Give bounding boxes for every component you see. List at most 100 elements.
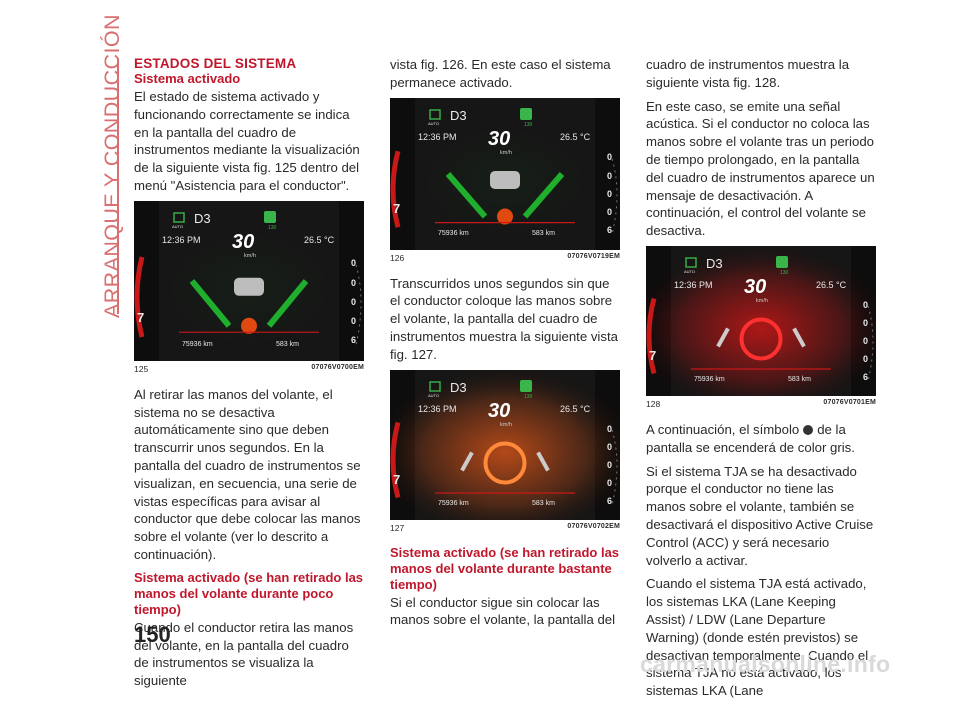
speedometer-mark: 0 xyxy=(607,459,613,470)
instrument-cluster-display xyxy=(646,245,876,396)
speedometer-mark: 0 xyxy=(351,258,357,269)
speedometer-mark: 0 xyxy=(607,423,613,434)
page-number: 150 xyxy=(134,622,171,647)
temperature: 26.5 °C xyxy=(560,131,591,142)
odometer: 75936 km xyxy=(694,375,725,383)
speedometer-mark: 0 xyxy=(863,353,869,364)
speedometer-mark: 6 xyxy=(607,225,613,236)
instrument-cluster-display xyxy=(390,97,620,250)
speed-unit: km/h xyxy=(500,149,512,156)
speed-value: 30 xyxy=(232,230,255,253)
figure-number: 125 xyxy=(134,363,149,374)
figure-caption: 127 07076V0702EM xyxy=(390,523,620,533)
temperature: 26.5 °C xyxy=(560,403,591,414)
tachometer-mark: 7 xyxy=(393,471,401,487)
speed-unit: km/h xyxy=(756,297,768,304)
gear-indicator: D3 xyxy=(706,255,723,271)
steering-wheel-icon xyxy=(803,425,814,436)
speedometer-mark: 0 xyxy=(607,152,613,163)
odometer: 75936 km xyxy=(438,229,469,237)
range: 583 km xyxy=(788,375,811,383)
speedometer-mark: 0 xyxy=(351,277,357,288)
instrument-cluster-display xyxy=(390,369,620,520)
text: de la pantalla se encenderá de color gri… xyxy=(646,421,855,455)
speed-value: 30 xyxy=(488,399,511,422)
speed-limit: 130 xyxy=(524,121,533,128)
gear-indicator: D3 xyxy=(450,107,467,123)
paragraph: Si el conductor sigue sin colocar las ma… xyxy=(390,594,616,628)
clock: 12:36 PM xyxy=(162,234,201,245)
speedometer-mark: 0 xyxy=(863,317,869,328)
paragraph: cuadro de instrumentos muestra la siguie… xyxy=(646,57,850,90)
speedometer-mark: 0 xyxy=(607,441,613,452)
figure-code: 07076V0719EM xyxy=(567,252,620,260)
paragraph: Cuando el conductor retira las manos del… xyxy=(134,619,354,689)
figure-number: 127 xyxy=(390,522,405,533)
speedometer-mark: 0 xyxy=(863,335,869,346)
speed-value: 30 xyxy=(744,275,767,298)
speed-limit: 130 xyxy=(524,393,533,400)
auto-label: AUTO xyxy=(172,223,184,229)
speedometer-mark: 0 xyxy=(607,188,613,199)
speedometer-mark: 6 xyxy=(351,335,357,346)
subheading-sistema-activado: Sistema activado xyxy=(134,71,241,86)
speed-unit: km/h xyxy=(500,421,512,428)
chapter-title: ARRANQUE Y CONDUCCIÓN xyxy=(100,14,124,318)
paragraph: Transcurridos unos segundos sin que el c… xyxy=(390,275,618,362)
paragraph: En este caso, se emite una señal acústic… xyxy=(646,98,875,239)
auto-label: AUTO xyxy=(428,392,440,398)
speedometer-mark: 0 xyxy=(863,299,869,310)
paragraph: vista fig. 126. En este caso el sistema … xyxy=(390,57,611,90)
figure-code: 07076V0702EM xyxy=(567,522,620,530)
range: 583 km xyxy=(532,229,555,237)
figure-number: 128 xyxy=(646,398,661,409)
subheading-poco-tiempo: Sistema activado (se han retirado las ma… xyxy=(134,569,364,617)
speedometer-mark: 0 xyxy=(607,477,613,488)
gear-indicator: D3 xyxy=(194,210,211,226)
watermark: carmanualsonline.info xyxy=(640,651,891,677)
odometer: 75936 km xyxy=(438,499,469,507)
range: 583 km xyxy=(276,340,299,348)
speedometer-mark: 0 xyxy=(351,296,357,307)
temperature: 26.5 °C xyxy=(304,234,335,245)
speedometer-mark: 6 xyxy=(607,495,613,506)
speedometer-mark: 0 xyxy=(351,315,357,326)
instrument-cluster-display xyxy=(134,200,364,361)
odometer: 75936 km xyxy=(182,340,213,348)
range: 583 km xyxy=(532,499,555,507)
column-1: ESTADOS DEL SISTEMA Sistema activado El … xyxy=(134,56,364,696)
column-3: cuadro de instrumentos muestra la siguie… xyxy=(646,56,876,706)
clock: 12:36 PM xyxy=(418,403,457,414)
speed-limit: 130 xyxy=(780,269,789,276)
speedometer-mark: 6 xyxy=(863,371,869,382)
paragraph: Al retirar las manos del volante, el sis… xyxy=(134,386,361,562)
tachometer-mark: 7 xyxy=(649,347,657,363)
figure-code: 07076V0700EM xyxy=(311,363,364,371)
side-divider xyxy=(117,58,119,314)
clock: 12:36 PM xyxy=(418,131,457,142)
auto-label: AUTO xyxy=(428,120,440,126)
subheading-bastante-tiempo: Sistema activado (se han retirado las ma… xyxy=(390,544,620,592)
column-2: vista fig. 126. En este caso el sistema … xyxy=(390,56,620,635)
figure-caption: 125 07076V0700EM xyxy=(134,364,364,374)
clock: 12:36 PM xyxy=(674,279,713,290)
tachometer-mark: 7 xyxy=(137,309,145,325)
paragraph: Cuando el sistema TJA está activado, los… xyxy=(646,576,869,699)
gear-indicator: D3 xyxy=(450,379,467,395)
speedometer-mark: 0 xyxy=(607,207,613,218)
temperature: 26.5 °C xyxy=(816,279,847,290)
text: A continuación, el símbolo xyxy=(646,421,800,437)
figure-caption: 128 07076V0701EM xyxy=(646,399,876,409)
figure-caption: 126 07076V0719EM xyxy=(390,253,620,263)
speedometer-mark: 0 xyxy=(607,170,613,181)
tachometer-mark: 7 xyxy=(393,200,401,216)
section-title: ESTADOS DEL SISTEMA xyxy=(134,56,297,71)
auto-label: AUTO xyxy=(684,268,696,274)
speed-value: 30 xyxy=(488,127,511,150)
figure-code: 07076V0701EM xyxy=(823,398,876,406)
